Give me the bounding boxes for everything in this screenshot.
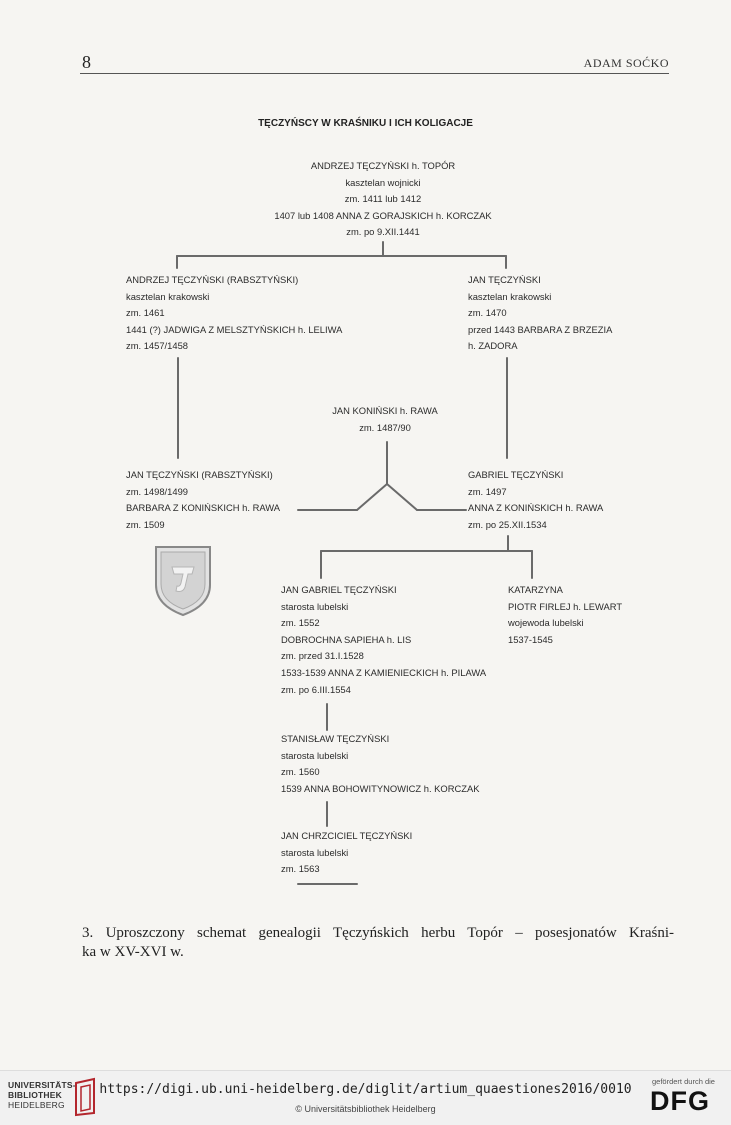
- dfg-logo: DFG: [650, 1086, 710, 1116]
- digital-copy-url[interactable]: https://digi.ub.uni-heidelberg.de/diglit…: [99, 1082, 632, 1097]
- diagram-title: TĘCZYŃSCY W KRAŚNIKU I ICH KOLIGACJE: [258, 118, 473, 129]
- figure-caption: 3. Uproszczony schemat genealogii Tęczyń…: [82, 925, 674, 960]
- header-rule: [80, 73, 669, 74]
- node-jan-gabriel: JAN GABRIEL TĘCZYŃSKI starosta lubelski …: [281, 584, 487, 695]
- node-gabriel-teczynski: GABRIEL TĘCZYŃSKI zm. 1497 ANNA Z KONIŃS…: [468, 469, 604, 530]
- scanned-page: 8 ADAM SOĆKO TĘCZYŃSCY W KRAŚNIKU I ICH …: [80, 52, 674, 960]
- running-head: ADAM SOĆKO: [583, 56, 669, 70]
- footer-bar: [0, 1070, 731, 1125]
- node-jan-koninski: JAN KONIŃSKI h. RAWA zm. 1487/90: [332, 405, 438, 433]
- node-katarzyna: KATARZYNA PIOTR FIRLEJ h. LEWART wojewod…: [508, 584, 623, 645]
- page-number: 8: [82, 52, 91, 72]
- node-jan-kasztelan: JAN TĘCZYŃSKI kasztelan krakowski zm. 14…: [468, 274, 613, 352]
- library-logo-icon: [75, 1077, 95, 1117]
- node-jan-chrzciciel: JAN CHRZCICIEL TĘCZYŃSKI starosta lubels…: [281, 830, 413, 875]
- rawa-shield-icon: [155, 546, 211, 617]
- node-andrzej-topor: ANDRZEJ TĘCZYŃSKI h. TOPÓR kasztelan woj…: [274, 160, 492, 238]
- node-stanislaw: STANISŁAW TĘCZYŃSKI starosta lubelski zm…: [281, 733, 480, 794]
- genealogy-connector-lines: [176, 241, 533, 885]
- node-andrzej-rabsztynski: ANDRZEJ TĘCZYŃSKI (RABSZTYŃSKI) kasztela…: [126, 274, 343, 352]
- node-jan-rabsztynski: JAN TĘCZYŃSKI (RABSZTYŃSKI) zm. 1498/149…: [126, 469, 281, 530]
- library-name: UNIVERSITÄTS- BIBLIOTHEK HEIDELBERG: [8, 1080, 76, 1110]
- copyright-notice: © Universitätsbibliothek Heidelberg: [295, 1104, 436, 1114]
- funded-by-label: gefördert durch die: [652, 1077, 715, 1086]
